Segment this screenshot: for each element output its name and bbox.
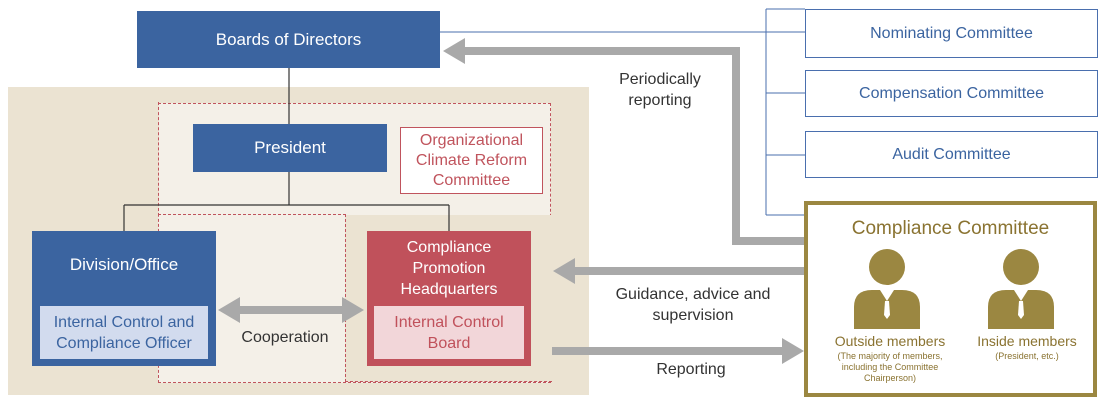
compensation-committee-label: Compensation Committee [859, 84, 1044, 102]
audit-committee-box: Audit Committee [805, 131, 1098, 178]
periodic-reporting-arrow [462, 47, 804, 245]
ocrc-line: Committee [432, 171, 511, 189]
president-box: President [193, 124, 387, 172]
periodic-reporting-label: Periodically reporting [619, 71, 701, 109]
nominating-committee-box: Nominating Committee [805, 9, 1098, 58]
compensation-committee-box: Compensation Committee [805, 70, 1098, 117]
inside-members-label: Inside members [977, 333, 1077, 349]
ocrc-line: Climate Reform [415, 151, 528, 169]
panel-cutout-left [8, 87, 159, 215]
nominating-committee-label: Nominating Committee [870, 24, 1033, 42]
cph-line: Promotion [412, 260, 486, 277]
compliance-committee-box: Compliance Committee Outside members (Th… [804, 201, 1097, 397]
compliance-promotion-headquarters-box: Compliance Promotion Headquarters Intern… [367, 231, 531, 366]
officer-line: Internal Control and [53, 313, 195, 331]
inside-member-icon [988, 249, 1054, 329]
division-office-box: Division/Office Internal Control and Com… [32, 231, 216, 366]
inside-members-note: (President, etc.) [995, 351, 1059, 361]
outside-members-note: (The majority of members, including the … [837, 351, 943, 383]
cph-line: Compliance [406, 239, 492, 256]
audit-committee-label: Audit Committee [892, 145, 1011, 163]
officer-line: Compliance Officer [56, 334, 192, 352]
compliance-committee-title: Compliance Committee [851, 218, 1050, 239]
board-label: Boards of Directors [215, 29, 362, 49]
president-label: President [254, 138, 326, 157]
internal-control-compliance-officer-box: Internal Control and Compliance Officer [40, 306, 208, 359]
division-label: Division/Office [69, 255, 179, 274]
icb-line: Internal Control [394, 313, 504, 331]
organizational-climate-reform-committee-box: Organizational Climate Reform Committee [400, 127, 543, 194]
cooperation-label: Cooperation [241, 329, 329, 346]
icb-line: Board [427, 334, 471, 352]
internal-control-board-box: Internal Control Board [374, 306, 524, 359]
outside-member-icon [854, 249, 920, 329]
cph-line: Headquarters [400, 281, 498, 298]
guidance-label: Guidance, advice and supervision [615, 286, 771, 324]
ocrc-line: Organizational [419, 131, 524, 149]
outside-members-label: Outside members [834, 333, 946, 349]
reporting-label: Reporting [656, 361, 726, 378]
board-of-directors-box: Boards of Directors [137, 11, 440, 68]
